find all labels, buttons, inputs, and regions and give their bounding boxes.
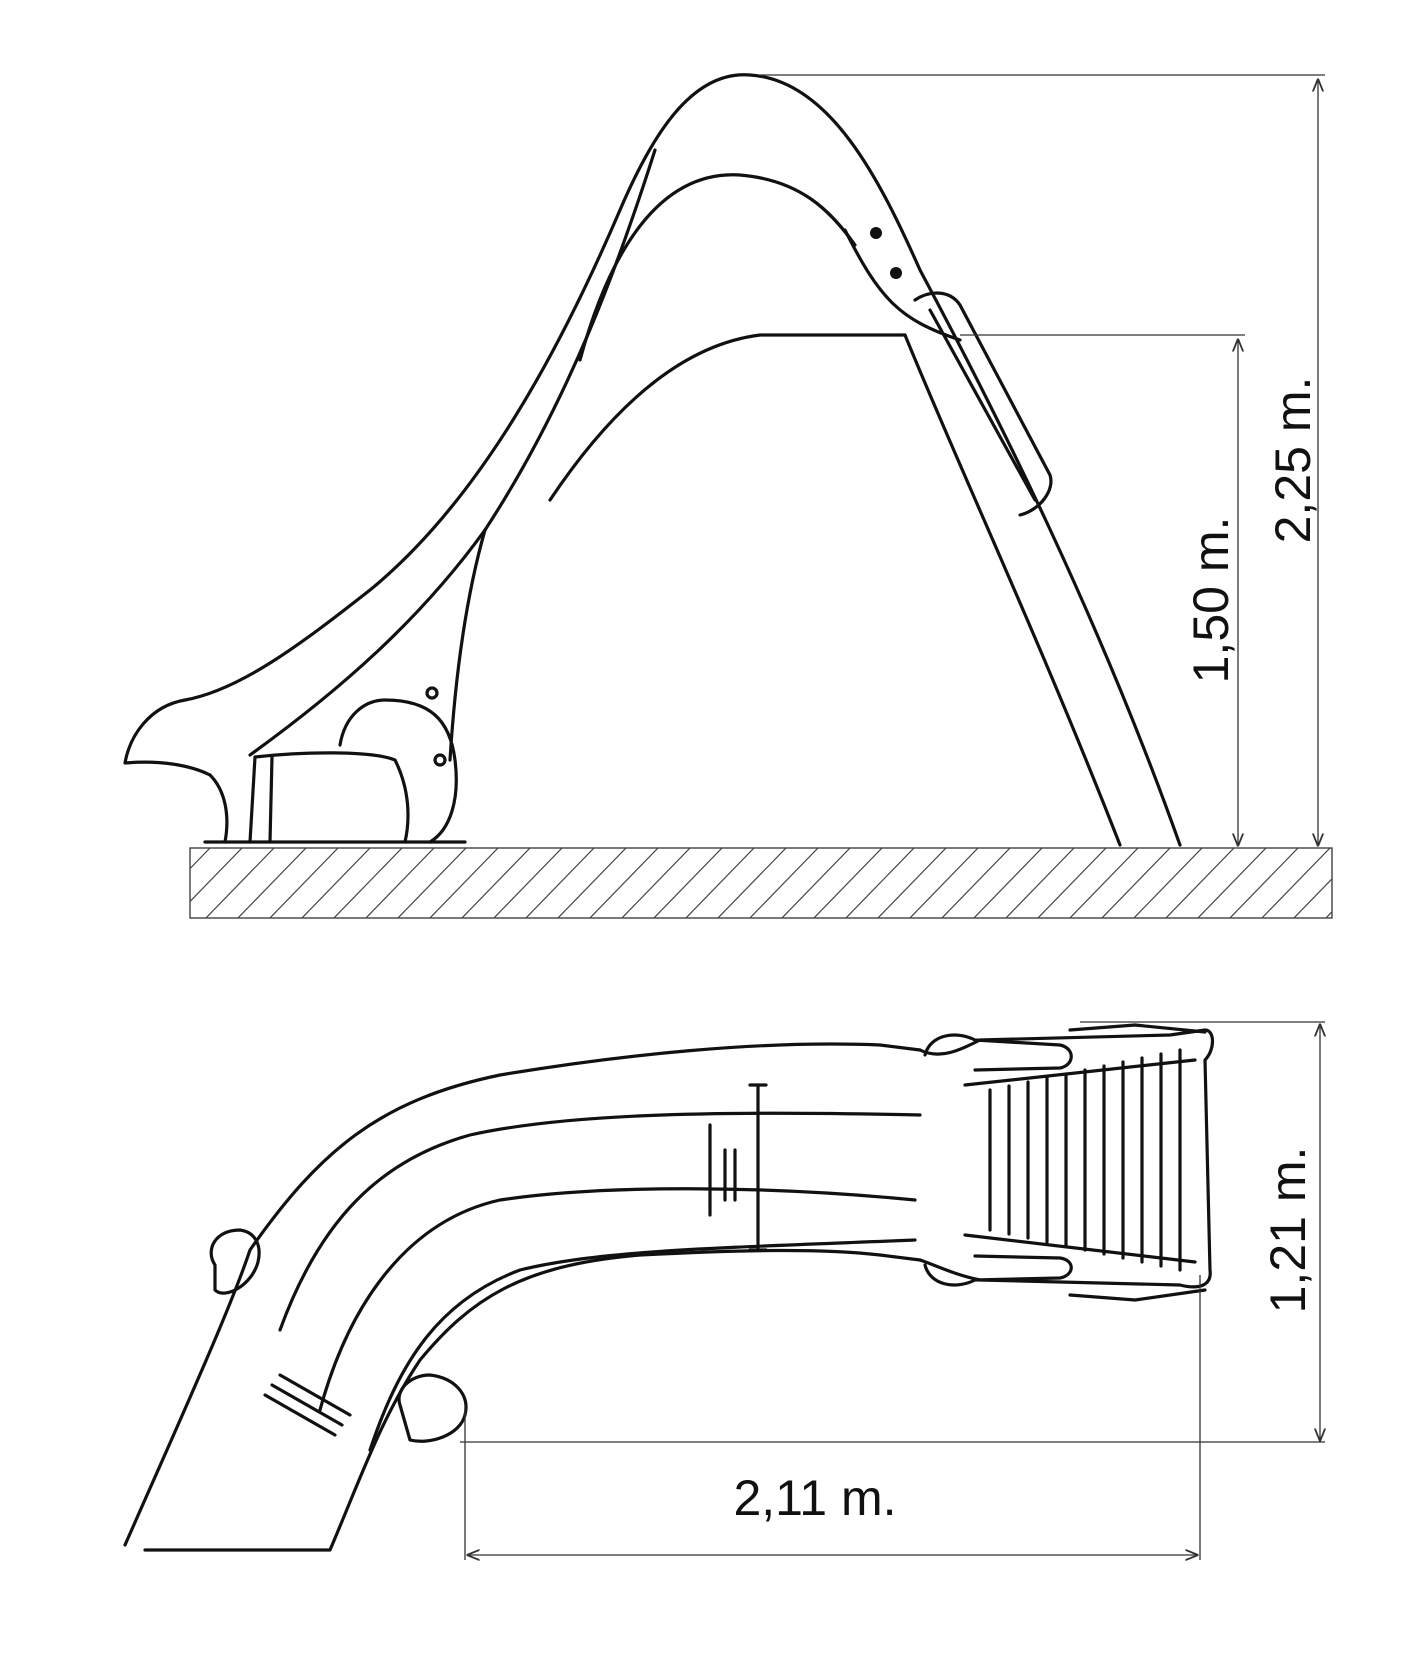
platform-curve (548, 333, 907, 502)
hatch-line (973, 848, 1043, 918)
chute-inner-rail-lower (368, 1238, 917, 1452)
rivet (870, 227, 882, 239)
side-view: 2,25 m. 1,50 m. (123, 73, 1410, 920)
hatch-line (845, 848, 915, 918)
top-view: 1,21 m. 2,11 m. (123, 1021, 1325, 1560)
slide-inner-arch (578, 173, 857, 362)
rear-leg-outer (843, 228, 962, 342)
top-handle-lower (923, 1254, 1073, 1287)
width-label: 1,21 m. (1260, 1147, 1316, 1314)
front-support-leg (208, 751, 410, 844)
platform-outline (918, 1028, 1215, 1289)
hatch-line (749, 848, 819, 918)
support-bolt (433, 753, 447, 767)
rear-leg-inner (903, 333, 1122, 847)
hatch-line (493, 848, 563, 918)
hatch-line (190, 848, 211, 870)
hatch-line (1133, 848, 1203, 918)
hatch-line (1356, 848, 1410, 920)
hatch-line (301, 848, 371, 918)
hatch-line (909, 848, 979, 918)
top-handle-upper (923, 1033, 1073, 1072)
total-height-label: 2,25 m. (1265, 377, 1321, 544)
hatch-line (813, 848, 883, 918)
rear-support-body (338, 528, 487, 844)
cross-brace (748, 1083, 768, 1252)
hatch-line (269, 848, 339, 918)
hatch-line (1101, 848, 1171, 918)
hatch-line (877, 848, 947, 918)
hatch-line (397, 848, 467, 918)
hatch-line (589, 848, 659, 918)
hatch-line (1069, 848, 1139, 918)
hatch-line (1293, 877, 1332, 918)
hatch-line (1005, 848, 1075, 918)
hatch-line (365, 848, 435, 918)
chute-outer-outline (123, 1042, 922, 1547)
hatch-line (1197, 848, 1267, 918)
hatch-line (1388, 848, 1410, 920)
exit-foot-right (397, 1373, 468, 1443)
hatch-line (333, 848, 403, 918)
exit-marks (263, 1373, 352, 1437)
hatch-line (1165, 848, 1235, 918)
ladder-frame (963, 1058, 1197, 1264)
hatch-line (525, 848, 595, 918)
hatch-line (205, 848, 275, 918)
chute-outer-outline-lower (143, 1248, 922, 1552)
hatch-line (429, 848, 499, 918)
hatch-line (190, 848, 243, 903)
exit-foot-left (209, 1228, 261, 1295)
rivet (890, 267, 902, 279)
hatch-line (1037, 848, 1107, 918)
hatch-line (685, 848, 755, 918)
length-label: 2,11 m. (733, 1470, 896, 1526)
hatch-line (653, 848, 723, 918)
ground-block (189, 847, 1410, 920)
hatch-line (557, 848, 627, 918)
hatch-line (1261, 848, 1331, 918)
platform-top-edge (1068, 1023, 1207, 1302)
hatch-line (621, 848, 691, 918)
dimension-width: 1,21 m. (460, 1021, 1325, 1443)
support-bolt (425, 686, 439, 700)
hatch-line (717, 848, 787, 918)
dimension-length: 2,11 m. (464, 1275, 1201, 1560)
dimension-total-height: 2,25 m. (760, 74, 1325, 845)
side-marks (708, 1123, 737, 1217)
hatch-line (941, 848, 1011, 918)
platform-height-label: 1,50 m. (1183, 517, 1239, 684)
hatch-line (461, 848, 531, 918)
chute-inner-rail-mid (318, 1187, 917, 1412)
slide-outer-profile (123, 73, 1182, 847)
chute-inner-rail-upper (278, 1111, 922, 1332)
hatch-line (237, 848, 307, 918)
ground-hatching (190, 848, 1410, 920)
hatch-line (1325, 910, 1332, 918)
slide-chute-inner-rail (248, 148, 657, 757)
ladder-handle (913, 291, 1053, 517)
dimension-platform-height: 1,50 m. (960, 334, 1245, 845)
hatch-line (781, 848, 851, 918)
ladder-rungs (963, 1048, 1197, 1272)
hatch-line (1229, 848, 1299, 918)
